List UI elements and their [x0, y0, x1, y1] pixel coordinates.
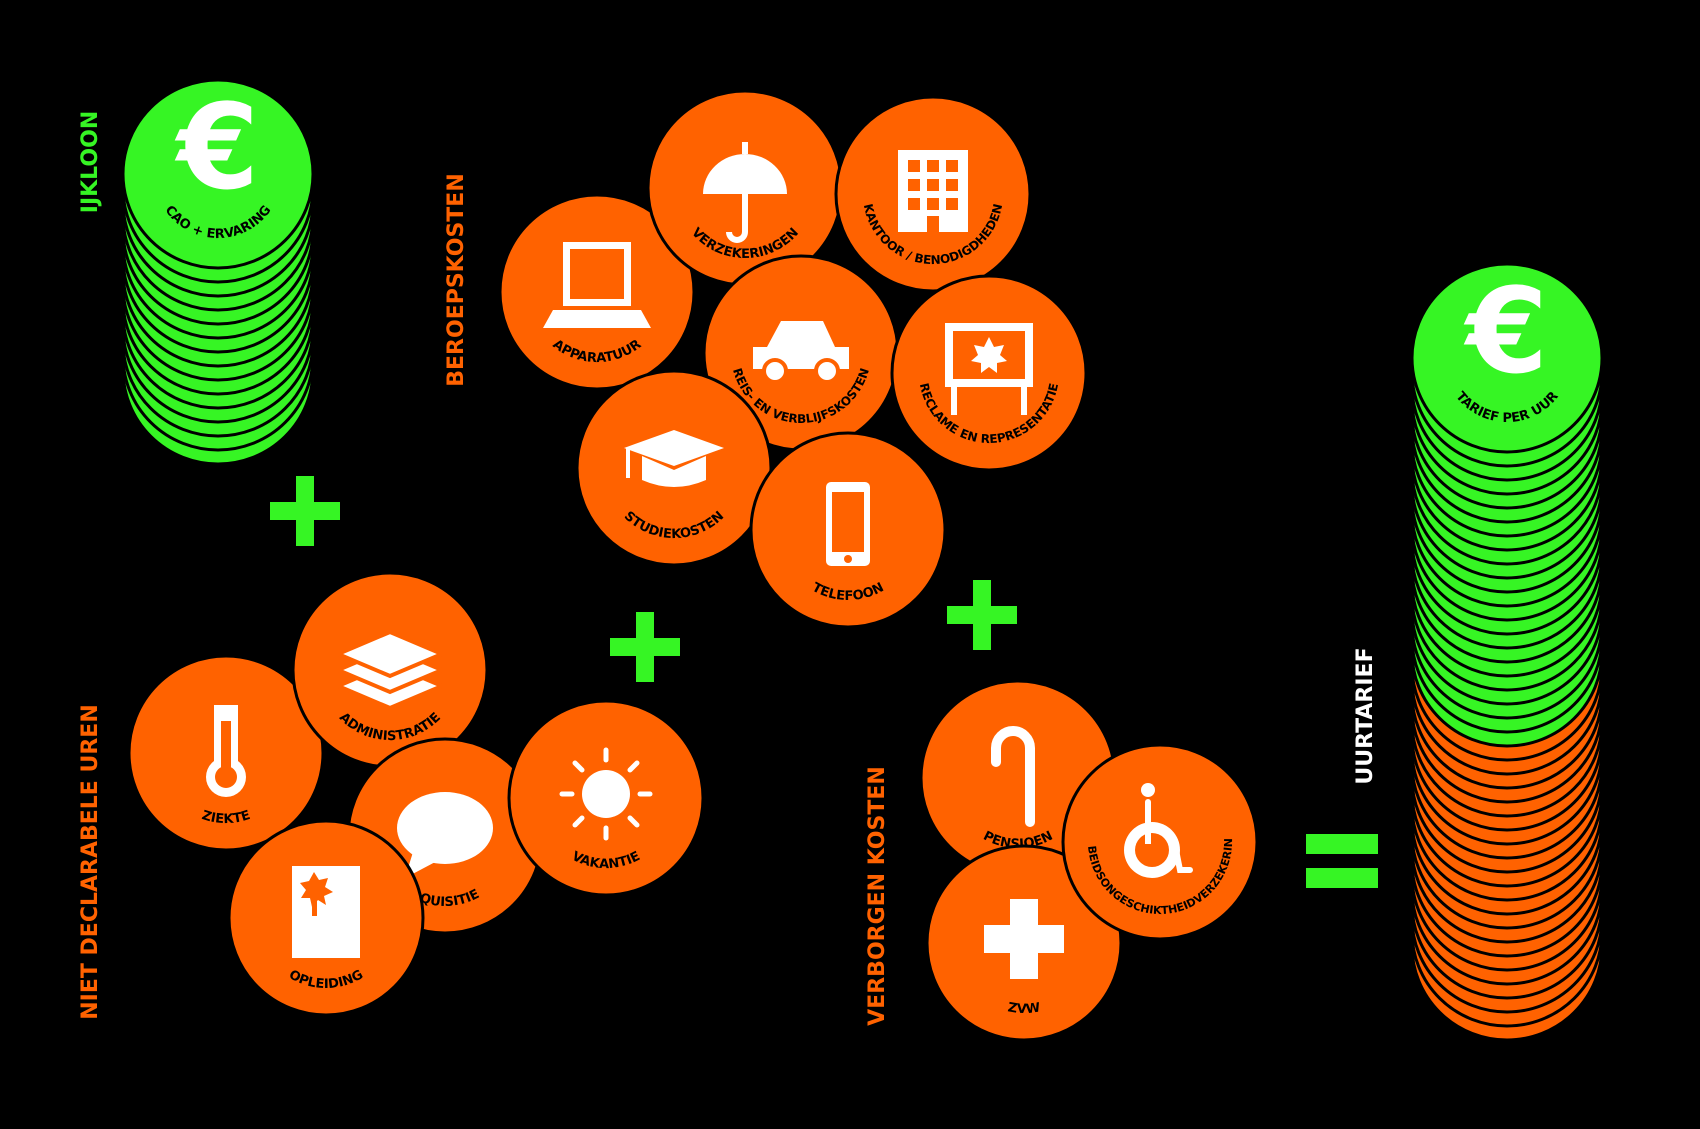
phone-icon [826, 482, 870, 566]
euro-icon: € [1463, 262, 1548, 400]
layers-icon [332, 629, 448, 711]
billboard-icon [945, 323, 1033, 415]
coin-zvw: ZVW [925, 844, 1123, 1042]
coin-kantoor: KANTOOR / BENODIGDHEDEN [834, 95, 1032, 293]
group-label-ijkloon: IJKLOON [78, 111, 103, 213]
building-icon [898, 150, 968, 232]
plus-operator-1 [270, 476, 340, 546]
coin-vakantie: VAKANTIE [507, 699, 705, 897]
sun-icon [559, 747, 653, 841]
coin-label-vakantie: VAKANTIE [569, 849, 642, 872]
ijkloon-stack: € CAO + ERVARING [121, 78, 315, 466]
wheelchair-icon [1124, 783, 1193, 878]
coin-label-ziekte: ZIEKTE [200, 808, 252, 827]
equals-operator [1306, 834, 1378, 888]
uurtarief-stack: € TARIEF PER UUR [1410, 262, 1604, 1042]
graduation-cap-icon [624, 430, 724, 487]
group-label-beroepskosten: BEROEPSKOSTEN [444, 173, 469, 387]
coin-verzekeringen: VERZEKERINGEN [646, 89, 844, 287]
coin-telefoon: TELEFOON [749, 431, 947, 629]
coin-studiekosten: STUDIEKOSTEN [575, 369, 773, 567]
speech-bubble-icon [397, 792, 493, 878]
coin-label-telefoon: TELEFOON [810, 580, 887, 604]
coin-opleiding: OPLEIDING [227, 819, 425, 1017]
coin-label-acquisitie: AQUISITIE [408, 887, 482, 910]
health-cross-icon [984, 899, 1064, 979]
thermometer-icon [206, 705, 246, 797]
coin-label-zvw: ZVW [1007, 1000, 1042, 1017]
coin-arbeidsongeschiktheid: ARBEIDSONGESCHIKTHEIDVERZEKERING [1061, 743, 1259, 941]
coin-administratie: ADMINISTRATIE [291, 571, 489, 769]
umbrella-icon [703, 142, 787, 243]
group-label-niet-declarabele-uren: NIET DECLARABELE UREN [78, 704, 103, 1020]
coin-reclame: RECLAME EN REPRESENTATIE [890, 274, 1088, 472]
group-label-verborgen-kosten: VERBORGEN KOSTEN [865, 766, 890, 1026]
laptop-icon [543, 242, 651, 328]
plus-operator-3 [947, 580, 1017, 650]
car-icon [753, 321, 849, 384]
plus-operator-2 [610, 612, 680, 682]
group-label-uurtarief: UURTARIEF [1353, 647, 1378, 784]
coin-apparatuur: APPARATUUR [498, 193, 696, 391]
euro-icon: € [174, 78, 259, 216]
coin-ziekte: ZIEKTE [127, 654, 325, 852]
certificate-icon [292, 866, 360, 958]
cane-icon [991, 726, 1035, 827]
